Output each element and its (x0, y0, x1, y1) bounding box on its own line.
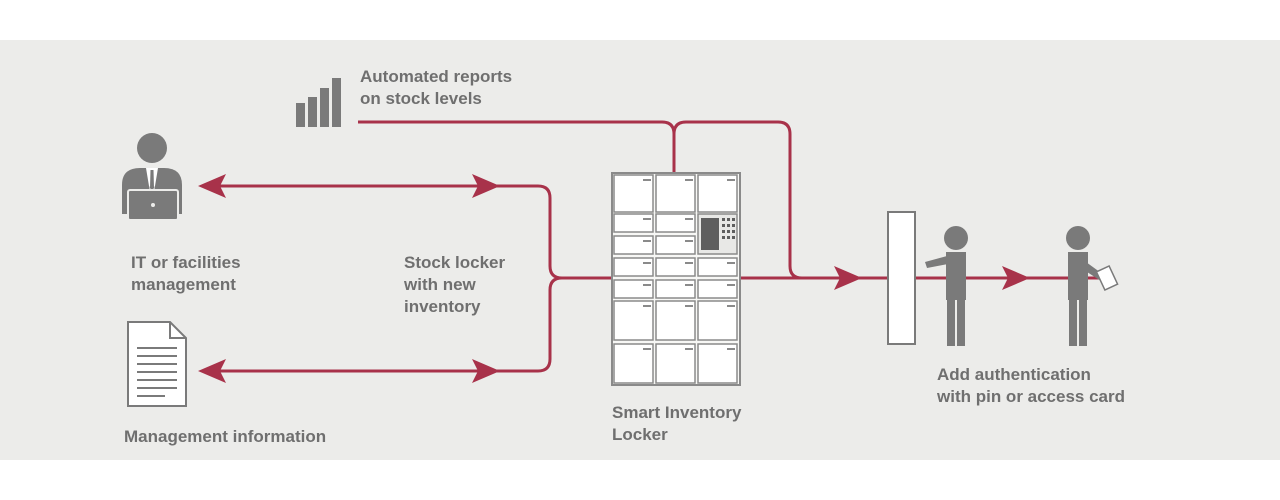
management-information-label-line-1: Management information (124, 427, 327, 446)
authentication-label-line-2: with pin or access card (937, 387, 1126, 406)
it-management-label: IT or facilities management (131, 252, 241, 296)
arrowhead-mgmt-right (472, 359, 500, 383)
it-management-label-line-1: IT or facilities (131, 253, 241, 272)
smart-locker-label-line-2: Locker (612, 425, 668, 444)
stock-locker-label: Stock locker with new inventory (404, 252, 505, 318)
person-with-card-icon (1066, 226, 1119, 346)
flow-lines (205, 120, 1112, 373)
stock-locker-label-line-1: Stock locker (404, 253, 506, 272)
smart-locker-label-line-1: Smart Inventory (612, 403, 742, 422)
reports-label-line-2: on stock levels (360, 89, 482, 108)
access-door-icon (887, 211, 916, 345)
reports-label: Automated reports on stock levels (360, 66, 512, 110)
reports-branch (672, 120, 803, 280)
arrowhead-flow-2 (1002, 266, 1030, 290)
authentication-label-line-1: Add authentication (937, 365, 1091, 384)
smart-locker-icon (611, 172, 741, 386)
document-icon (127, 321, 187, 407)
stock-locker-label-line-2: with new (404, 275, 476, 294)
arrow-line-mgmt (205, 276, 563, 373)
arrowheads (198, 174, 1030, 383)
user-laptop-icon (122, 133, 182, 221)
arrowhead-flow-1 (834, 266, 862, 290)
reports-label-line-1: Automated reports (360, 67, 513, 86)
management-information-label: Management information (124, 426, 326, 448)
keypad-icon (697, 213, 738, 255)
person-at-door-icon (925, 226, 968, 346)
arrowhead-it-left (198, 174, 226, 198)
smart-inventory-locker-label: Smart Inventory Locker (612, 402, 741, 446)
reports-line (358, 120, 676, 176)
arrowhead-it-right (472, 174, 500, 198)
arrowhead-mgmt-left (198, 359, 226, 383)
bar-chart-icon (296, 78, 341, 127)
authentication-label: Add authentication with pin or access ca… (937, 364, 1125, 408)
it-management-label-line-2: management (131, 275, 236, 294)
stock-locker-label-line-3: inventory (404, 297, 481, 316)
